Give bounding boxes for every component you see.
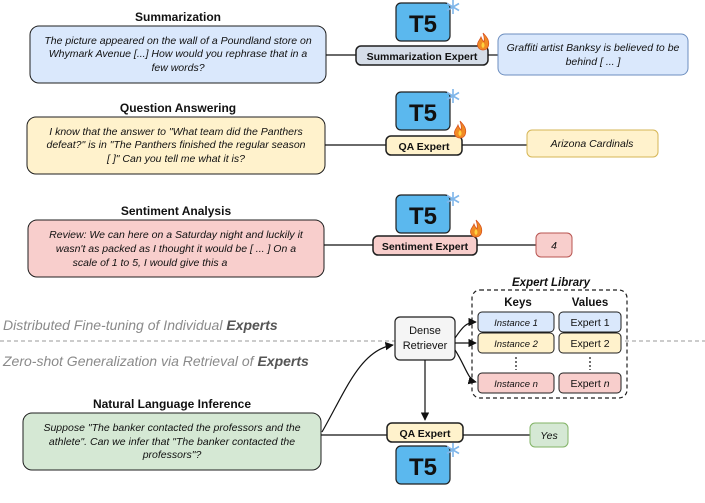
dense-retriever-line-1: Dense — [409, 325, 441, 337]
qa-input-line-3: [ ]" Can you tell me what it is? — [106, 153, 245, 165]
sentiment-expert-label: Sentiment Expert — [382, 241, 469, 253]
key-instance-1-box — [477, 311, 555, 333]
flame-icon — [453, 120, 467, 139]
qa-input-line-1: I know that the answer to "What team did… — [49, 126, 303, 138]
t5-model-box-1 — [395, 2, 451, 42]
sentiment-input-line-3: scale of 1 to 5, I would give this a — [73, 257, 228, 269]
keys-header: Keys — [504, 297, 532, 309]
qa-output-box — [526, 129, 659, 158]
nli-expert-label: QA Expert — [400, 428, 451, 440]
summarization-output-line-1: Graffiti artist Banksy is believed to be — [507, 42, 680, 54]
retriever-to-key-1-arrow — [454, 317, 477, 339]
nli-input-box — [22, 412, 322, 471]
value-expert-n-label: Expert n — [570, 378, 609, 390]
nli-input-line-1: Suppose "The banker contacted the profes… — [43, 422, 300, 434]
dense-retriever-box — [394, 316, 456, 361]
summarization-input-line-1: The picture appeared on the wall of a Po… — [44, 35, 312, 47]
value-expert-1-box — [558, 311, 622, 333]
t5-model-label-2: T5 — [409, 100, 437, 127]
summarization-output-line-2: behind [ ... ] — [566, 56, 622, 68]
value-expert-1-label: Expert 1 — [570, 317, 609, 329]
t5-model-label-1: T5 — [409, 11, 437, 38]
nli-input-line-3: professors"? — [142, 449, 202, 461]
t5-model-box-4 — [395, 445, 451, 485]
key-instance-2-label: Instance 2 — [494, 339, 539, 350]
flame-icon — [469, 219, 483, 238]
zeroshot-phase-label: Zero-shot Generalization via Retrieval o… — [2, 353, 309, 369]
value-expert-n-box — [558, 372, 622, 394]
nli-input-line-2: athlete". Can we infer that "The banker … — [49, 436, 295, 448]
summarization-input-line-2: Whymark Avenue [...] How would you rephr… — [49, 48, 308, 60]
retriever-to-key-n-arrow — [454, 349, 477, 385]
value-expert-2-label: Expert 2 — [570, 338, 609, 350]
expert-library-title: Expert Library — [512, 277, 591, 289]
sentiment-output-box — [535, 232, 573, 258]
nli-title: Natural Language Inference — [93, 397, 251, 411]
sentiment-input-line-2: wasn't as packed as I thought it would b… — [56, 243, 296, 255]
nli-output-label: Yes — [540, 430, 558, 442]
t5-model-box-3 — [395, 194, 451, 234]
t5-model-label-3: T5 — [409, 203, 437, 230]
key-instance-1-label: Instance 1 — [494, 318, 538, 329]
value-expert-2-box — [558, 332, 622, 354]
nli-to-retriever-arrow — [321, 341, 394, 433]
t5-model-label-4: T5 — [409, 454, 437, 481]
nli-expert-box — [386, 422, 464, 443]
summarization-input-line-3: few words? — [151, 62, 204, 74]
flame-icon — [476, 32, 490, 51]
dense-retriever-line-2: Retriever — [403, 340, 448, 352]
key-instance-n-box — [477, 372, 555, 394]
t5-model-box-2 — [395, 91, 451, 131]
qa-output-label: Arizona Cardinals — [550, 138, 635, 150]
qa-expert-label: QA Expert — [399, 141, 450, 153]
summarization-expert-label: Summarization Expert — [367, 51, 478, 63]
summarization-output-box — [497, 33, 689, 76]
key-instance-n-label: Instance n — [494, 379, 538, 390]
sentiment-input-box — [27, 219, 325, 278]
summarization-title: Summarization — [135, 10, 221, 24]
nli-output-box — [529, 422, 569, 448]
expert-library-frame — [471, 289, 628, 399]
sentiment-input-line-1: Review: We can here on a Saturday night … — [49, 229, 304, 241]
sentiment-title: Sentiment Analysis — [121, 204, 232, 218]
qa-title: Question Answering — [120, 101, 236, 115]
key-instance-2-box — [477, 332, 555, 354]
sentiment-output-label: 4 — [551, 240, 557, 252]
finetune-phase-label: Distributed Fine-tuning of Individual Ex… — [3, 317, 278, 333]
qa-input-line-2: defeat?" is in "The Panthers finished th… — [46, 139, 305, 151]
values-header: Values — [572, 297, 608, 309]
